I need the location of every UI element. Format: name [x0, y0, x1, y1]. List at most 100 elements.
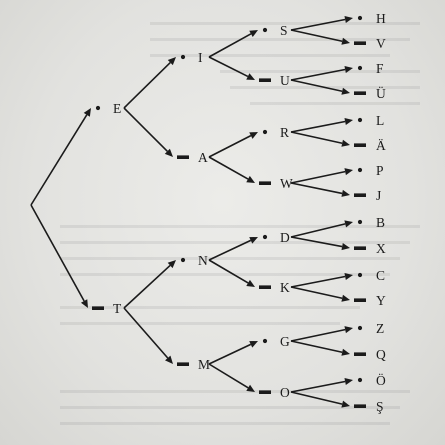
- node-l-label: L: [376, 113, 385, 128]
- node-j-arrowhead: [341, 189, 350, 197]
- node-q-label: Q: [376, 347, 386, 362]
- node-r-arrowhead: [249, 132, 258, 139]
- node-a-edge: [123, 107, 168, 152]
- node-ö-label: Ö: [376, 373, 386, 388]
- node-r-edge: [208, 134, 252, 158]
- node-v-edge: [290, 29, 343, 43]
- node-o-edge: [208, 363, 249, 389]
- node-q-arrowhead: [341, 348, 350, 356]
- node-f-dot-symbol: [357, 65, 363, 71]
- node-l-edge: [290, 120, 346, 133]
- node-o-arrowhead: [246, 384, 255, 392]
- node-ü-dash-symbol: [354, 91, 366, 95]
- node-z-arrowhead: [344, 326, 353, 334]
- node-h-arrowhead: [344, 15, 353, 24]
- node-p-edge: [290, 170, 346, 184]
- node-m-edge: [123, 307, 169, 359]
- node-d-arrowhead: [249, 237, 258, 244]
- node-v-dash-symbol: [354, 41, 366, 45]
- node-x-arrowhead: [341, 242, 350, 251]
- node-m-label: M: [198, 357, 210, 372]
- node-b-edge: [290, 223, 346, 238]
- node-c-dot-symbol: [357, 272, 363, 278]
- node-z-dot-symbol: [357, 325, 363, 331]
- node-e-edge: [30, 114, 88, 206]
- node-p-label: P: [376, 163, 384, 178]
- node-f-label: F: [376, 61, 384, 76]
- node-f-arrowhead: [344, 65, 353, 74]
- node-g-dot-symbol: [262, 338, 268, 344]
- node-h-edge: [290, 18, 346, 31]
- node-w-dash-symbol: [259, 181, 271, 185]
- node-n-arrowhead: [167, 260, 176, 269]
- node-p-arrowhead: [344, 168, 353, 176]
- node-p-dot-symbol: [357, 167, 363, 173]
- node-m-dash-symbol: [177, 362, 189, 366]
- node-v-arrowhead: [341, 37, 350, 45]
- node-t-label: T: [113, 301, 122, 316]
- node-x-edge: [290, 236, 343, 248]
- node-y-edge: [290, 286, 343, 300]
- node-g-arrowhead: [249, 341, 258, 348]
- node-s-dot-symbol: [262, 27, 268, 33]
- node-t-edge: [30, 204, 85, 302]
- node-a-arrowhead: [164, 148, 173, 157]
- node-ä-arrowhead: [341, 139, 350, 147]
- node-u-edge: [208, 56, 249, 78]
- node-y-label: Y: [376, 293, 386, 308]
- node-o-dash-symbol: [259, 390, 271, 394]
- node-t-dash-symbol: [92, 306, 104, 310]
- node-s-arrowhead: [249, 30, 258, 38]
- node-r-dot-symbol: [262, 129, 268, 135]
- node-s-edge: [208, 33, 252, 58]
- node-i-dot-symbol: [180, 54, 186, 60]
- node-ö-edge: [290, 380, 346, 393]
- node-z-edge: [290, 328, 346, 342]
- node-a-dash-symbol: [177, 155, 189, 159]
- node-y-dash-symbol: [354, 298, 366, 302]
- node-i-arrowhead: [167, 57, 176, 66]
- node-v-label: V: [376, 36, 386, 51]
- node-e-dot-symbol: [95, 105, 101, 111]
- node-ä-dash-symbol: [354, 143, 366, 147]
- node-b-dot-symbol: [357, 219, 363, 225]
- node-b-arrowhead: [344, 220, 353, 228]
- node-s-label: S: [280, 23, 288, 38]
- node-ü-edge: [290, 79, 343, 93]
- node-h-label: H: [376, 11, 386, 26]
- node-n-dot-symbol: [180, 257, 186, 263]
- node-k-arrowhead: [246, 279, 255, 287]
- node-o-label: O: [280, 385, 290, 400]
- node-y-arrowhead: [341, 294, 350, 302]
- node-l-dot-symbol: [357, 117, 363, 123]
- node-j-dash-symbol: [354, 193, 366, 197]
- node-ö-arrowhead: [344, 377, 353, 386]
- node-j-label: J: [376, 188, 382, 203]
- node-u-dash-symbol: [259, 78, 271, 82]
- node-ü-label: Ü: [376, 86, 386, 101]
- node-i-label: I: [198, 50, 203, 65]
- node-w-arrowhead: [246, 175, 255, 183]
- node-a-label: A: [198, 150, 208, 165]
- node-w-label: W: [280, 176, 293, 191]
- node-k-label: K: [280, 280, 290, 295]
- node-ş-edge: [290, 391, 343, 405]
- node-d-edge: [208, 239, 252, 261]
- node-b-label: B: [376, 215, 385, 230]
- node-j-edge: [290, 182, 343, 195]
- node-u-arrowhead: [246, 73, 255, 80]
- node-l-arrowhead: [344, 117, 353, 126]
- node-ş-label: Ş: [376, 399, 384, 414]
- node-c-arrowhead: [344, 272, 353, 281]
- node-g-label: G: [280, 334, 290, 349]
- node-h-dot-symbol: [357, 15, 363, 21]
- node-e-label: E: [113, 101, 122, 116]
- node-c-label: C: [376, 268, 385, 283]
- node-n-label: N: [198, 253, 208, 268]
- node-g-edge: [208, 343, 252, 365]
- node-q-edge: [290, 340, 343, 354]
- node-m-arrowhead: [165, 355, 173, 364]
- node-ä-label: Ä: [376, 138, 386, 153]
